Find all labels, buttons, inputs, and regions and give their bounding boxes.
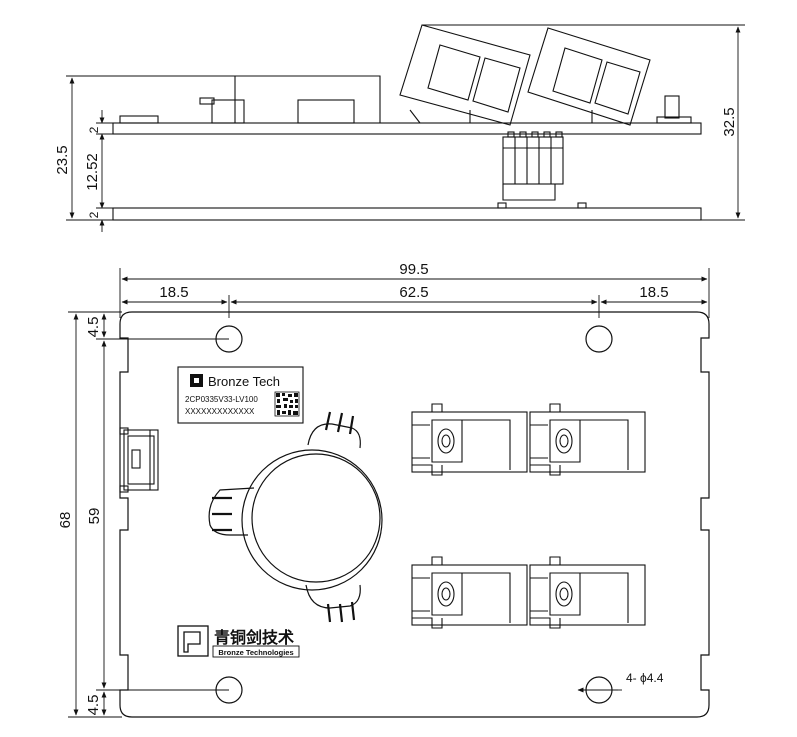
connector-4 xyxy=(529,556,646,629)
label-brand: Bronze Tech xyxy=(208,374,280,389)
connector-3 xyxy=(411,556,528,629)
small-component xyxy=(119,115,159,124)
inductor-side xyxy=(297,99,355,124)
hole-callout: 4- ϕ4.4 xyxy=(626,671,664,685)
side-view xyxy=(112,24,702,221)
mounting-hole-top-right xyxy=(585,325,613,353)
dim-hole-vertical: 59 xyxy=(86,508,103,525)
logo-chinese-name: 青铜剑技术 xyxy=(214,628,294,647)
side-dims xyxy=(66,24,745,232)
connector-2 xyxy=(529,403,646,476)
product-label: Bronze Tech 2CP0335V33-LV100 XXXXXXXXXXX… xyxy=(177,366,304,424)
small-part-base xyxy=(656,116,692,124)
tilted-connector-1 xyxy=(399,24,531,126)
dim-board-bottom: 2 xyxy=(87,211,101,218)
small-part-right xyxy=(664,95,680,119)
dim-edge-left: 18.5 xyxy=(159,284,188,301)
dim-hole-span: 62.5 xyxy=(399,284,428,301)
label-part-number: 2CP0335V33-LV100 xyxy=(185,395,258,404)
qr-code xyxy=(274,391,300,417)
dim-upper-stack: 23.5 xyxy=(54,145,71,174)
connector-1 xyxy=(411,403,528,476)
mounting-hole-bottom-left xyxy=(215,676,243,704)
dim-spacer-gap: 12.52 xyxy=(84,153,101,191)
dim-overall-width: 99.5 xyxy=(399,261,428,278)
dim-hole-offset-bottom: 4.5 xyxy=(85,695,102,716)
board-outline xyxy=(119,311,710,718)
dim-edge-right: 18.5 xyxy=(639,284,668,301)
component-profile xyxy=(234,75,381,123)
side-connector xyxy=(119,427,159,493)
round-transformer xyxy=(208,411,383,623)
tilted-connector-2 xyxy=(527,27,651,126)
logo-english-name: Bronze Technologies xyxy=(218,648,293,657)
mounting-hole-top-left xyxy=(215,325,243,353)
dim-total-height: 32.5 xyxy=(721,107,738,136)
dim-overall-height: 68 xyxy=(57,512,74,529)
company-logo: 青铜剑技术 Bronze Technologies xyxy=(177,625,300,658)
bottom-pcb-edge xyxy=(112,207,702,221)
left-dims xyxy=(68,311,229,718)
label-serial: XXXXXXXXXXXXX xyxy=(185,407,255,416)
top-pcb-edge xyxy=(112,122,702,135)
connector-side xyxy=(211,99,245,124)
logo-mark xyxy=(177,625,209,657)
connector-array xyxy=(411,403,646,629)
board-header xyxy=(502,136,564,185)
connector-tab xyxy=(199,97,215,105)
dim-board-top: 2 xyxy=(87,126,101,133)
header-base xyxy=(502,184,556,201)
top-dims xyxy=(119,268,710,318)
dim-hole-offset-top: 4.5 xyxy=(85,317,102,338)
